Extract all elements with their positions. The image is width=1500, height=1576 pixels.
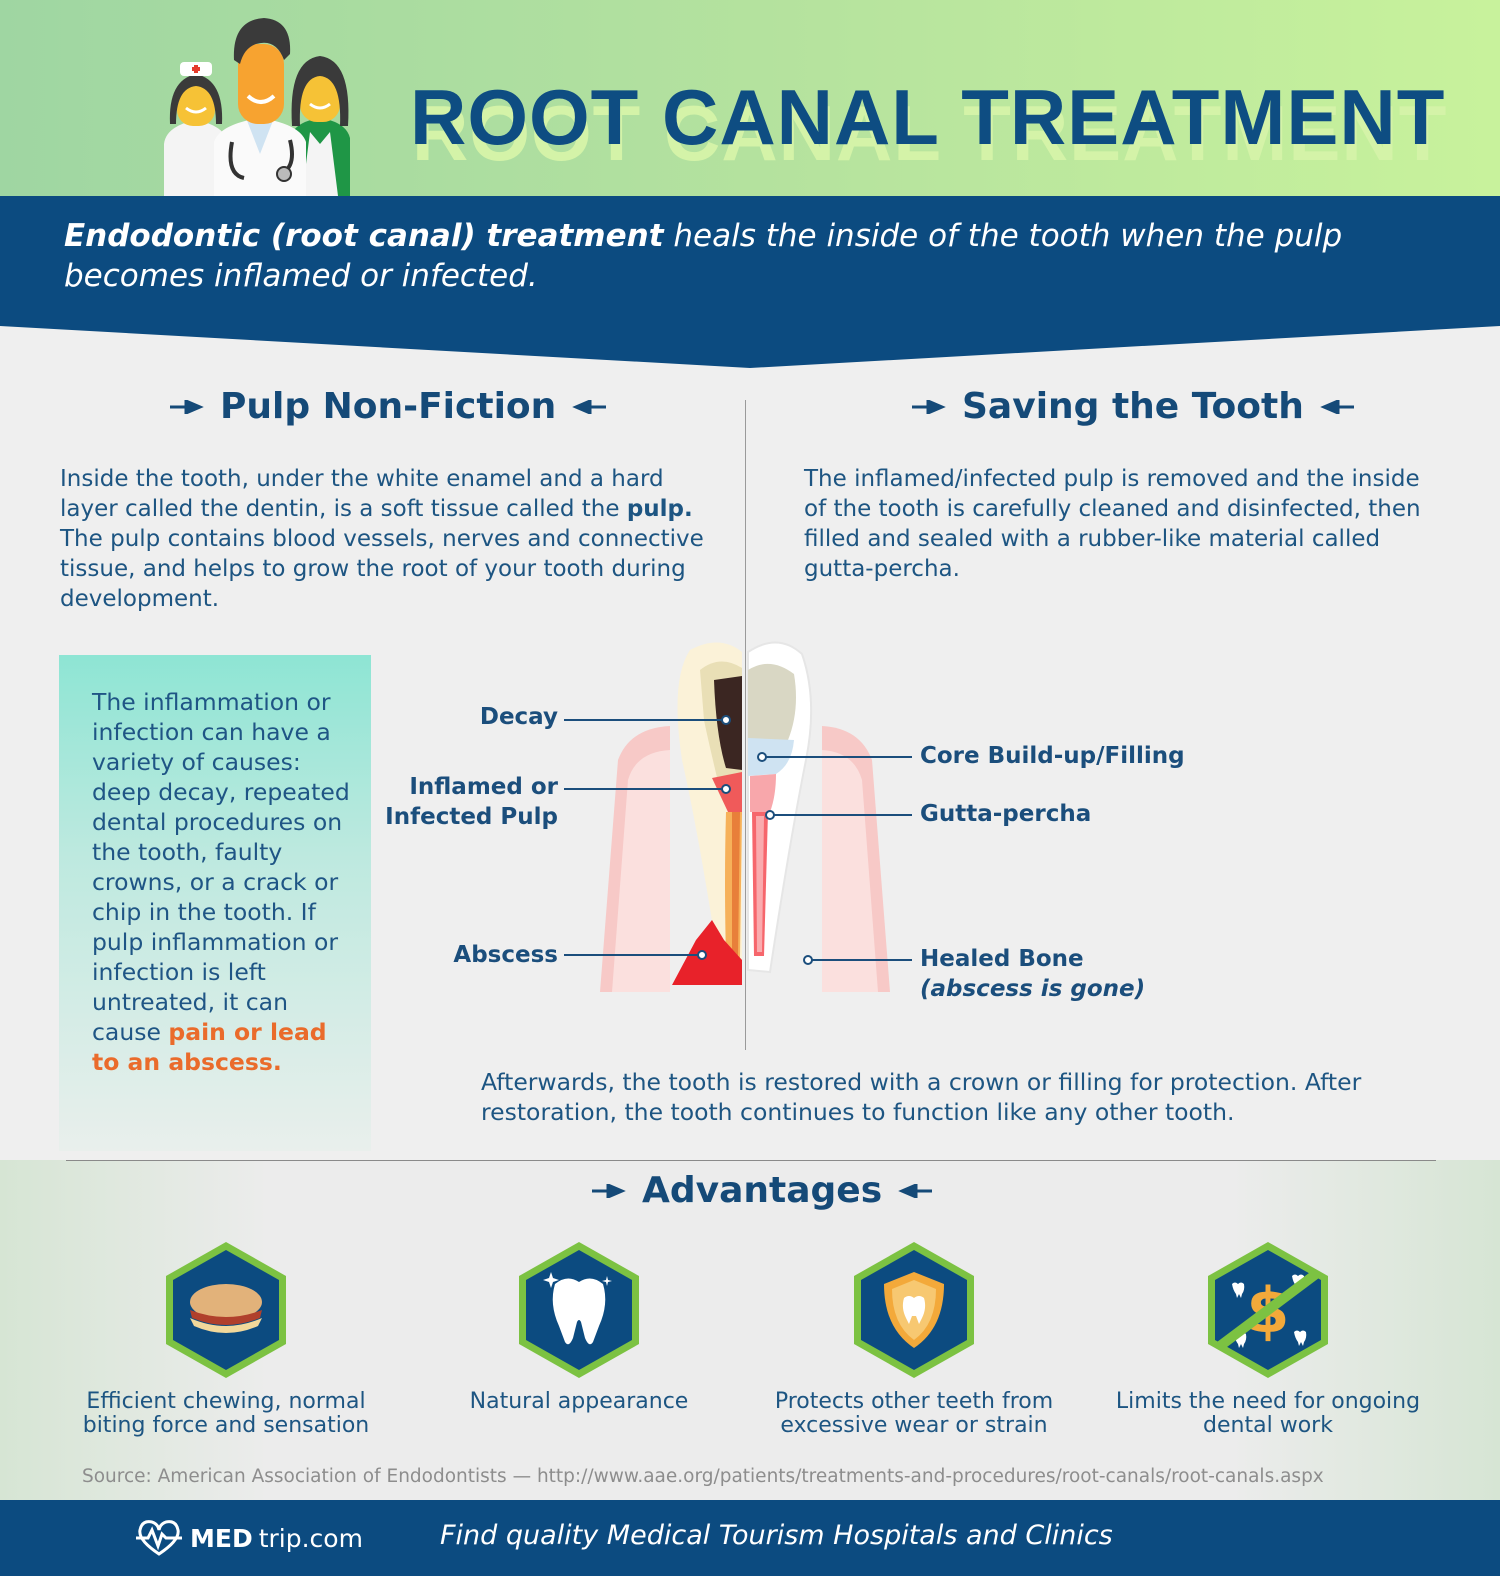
- tooth-diagram: [600, 641, 890, 992]
- arrow-right-icon: [592, 1183, 626, 1198]
- intro-banner: [0, 196, 1500, 368]
- label-core-buildup: Core Build-up/Filling: [920, 743, 1185, 769]
- footer-tagline: Find quality Medical Tourism Hospitals a…: [440, 1520, 1113, 1551]
- arrow-left-icon: [1320, 399, 1354, 414]
- label-abscess: Abscess: [453, 942, 558, 968]
- pulp-nonfiction-heading: Pulp Non-Fiction: [170, 386, 607, 427]
- source-citation: Source: American Association of Endodont…: [82, 1466, 1324, 1487]
- heartbeat-logo-icon: [136, 1520, 182, 1556]
- diagram-leaders: [564, 715, 912, 965]
- pulp-paragraph: Inside the tooth, under the white enamel…: [60, 466, 704, 612]
- saving-tooth-heading: Saving the Tooth: [912, 386, 1354, 427]
- advantages-heading: Advantages: [592, 1170, 933, 1211]
- afterwards-paragraph: Afterwards, the tooth is restored with a…: [481, 1068, 1362, 1126]
- title-shadow: ROOT CANAL TREATMENT: [412, 89, 1448, 177]
- label-healed-bone: Healed Bone(abscess is gone): [920, 946, 1146, 1002]
- doctors-illustration-icon: [164, 18, 350, 196]
- arrow-left-icon: [898, 1183, 933, 1198]
- causes-text: The inflammation or infection can have a…: [92, 688, 350, 1076]
- center-divider: [745, 400, 746, 1050]
- footer: [0, 1500, 1500, 1576]
- saving-paragraph: The inflamed/infected pulp is removed an…: [804, 466, 1421, 582]
- header: ROOT CANAL TREATMENT ROOT CANAL TREATMEN…: [0, 0, 1500, 196]
- label-gutta-percha: Gutta-percha: [920, 801, 1092, 827]
- section-rule: [66, 1160, 1436, 1161]
- arrow-left-icon: [572, 399, 607, 414]
- no-money-icon: $: [1208, 1242, 1328, 1378]
- shield-tooth-icon: [854, 1242, 974, 1378]
- sandwich-icon: [166, 1242, 286, 1378]
- causes-box: The inflammation or infection can have a…: [59, 655, 371, 1151]
- arrow-right-icon: [170, 399, 204, 414]
- intro-text: Endodontic (root canal) treatment heals …: [64, 218, 1343, 294]
- advantage-item: Natural appearance: [419, 1240, 739, 1414]
- arrow-right-icon: [912, 399, 946, 414]
- page-title: ROOT CANAL TREATMENT: [410, 73, 1446, 161]
- shiny-tooth-icon: [519, 1242, 639, 1378]
- label-decay: Decay: [479, 704, 558, 730]
